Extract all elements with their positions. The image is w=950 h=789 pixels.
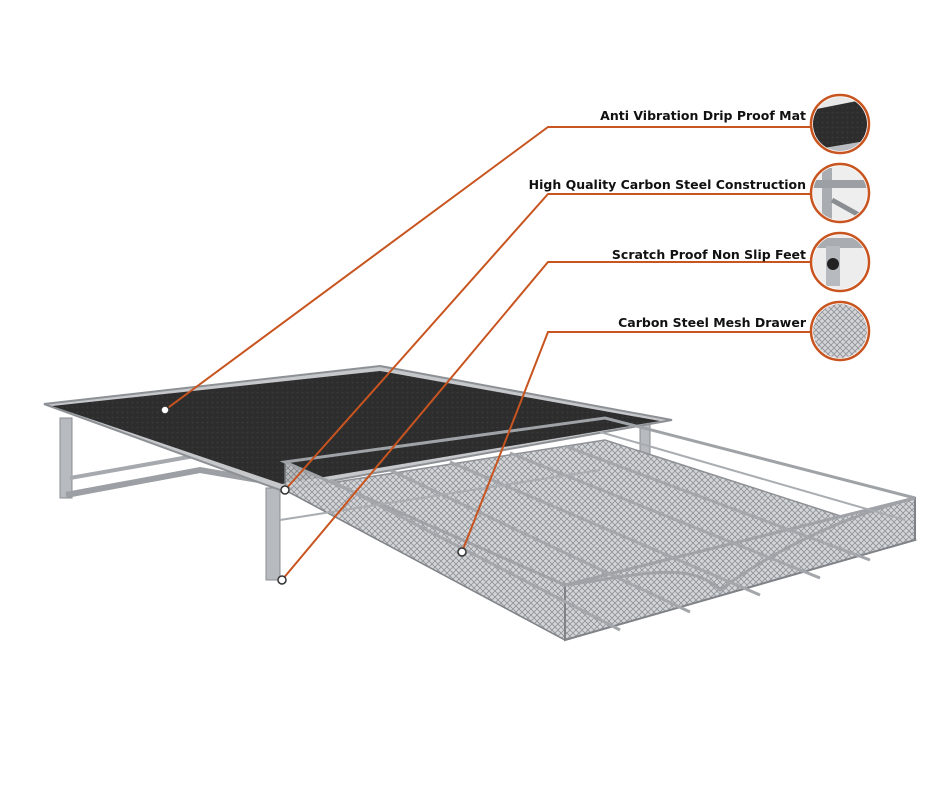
callout-dots: [160, 405, 467, 585]
detail-thumb-drawer: [809, 300, 871, 362]
callout-label-steel: High Quality Carbon Steel Construction: [528, 177, 806, 192]
callout-dot-mat: [160, 405, 170, 415]
callout-line-drawer: [461, 331, 812, 553]
callout-label-mat: Anti Vibration Drip Proof Mat: [600, 108, 806, 123]
callout-lines: [164, 126, 812, 581]
mesh-drawer: [279, 416, 918, 642]
callout-line-mat: [164, 126, 812, 411]
callout-dot-feet: [277, 575, 287, 585]
callout-label-drawer: Carbon Steel Mesh Drawer: [618, 315, 806, 330]
detail-thumb-steel: [809, 162, 871, 224]
detail-thumb-mat: [809, 93, 871, 155]
callout-dot-drawer: [457, 547, 467, 557]
callout-label-feet: Scratch Proof Non Slip Feet: [611, 247, 806, 262]
callout-line-feet: [281, 261, 812, 581]
drip-proof-mat: [43, 364, 673, 492]
callout-dot-steel: [280, 485, 290, 495]
detail-thumb-feet: [809, 231, 871, 293]
callout-line-steel: [284, 193, 812, 491]
